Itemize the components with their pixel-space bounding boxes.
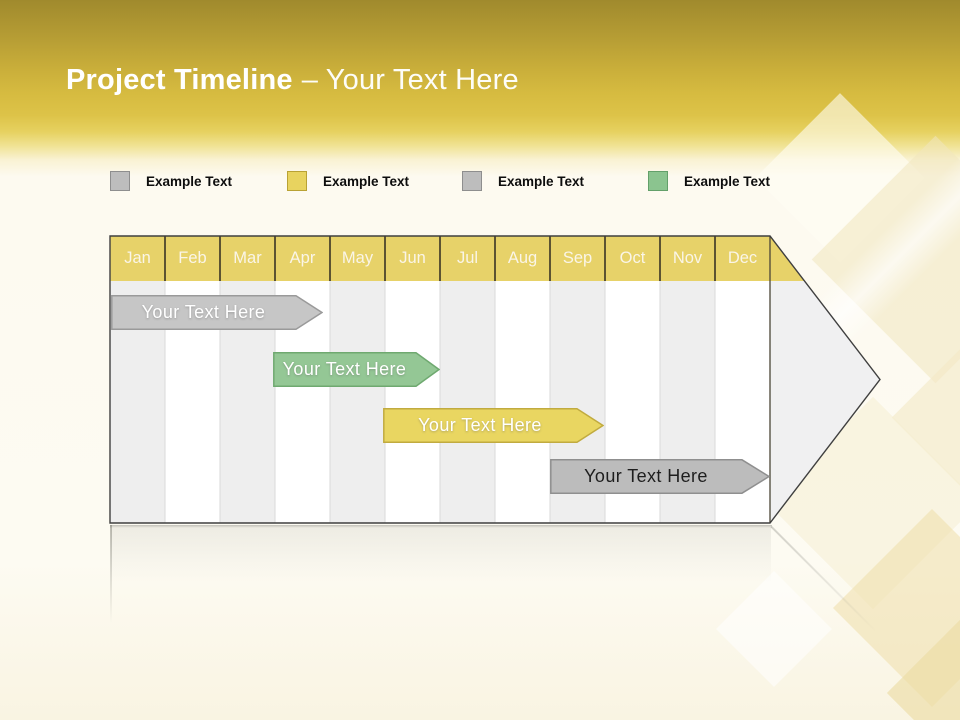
legend-item: Example Text <box>462 169 584 193</box>
month-cell: Aug <box>495 236 550 281</box>
month-cell: Jun <box>385 236 440 281</box>
month-cell: Nov <box>660 236 715 281</box>
chart-reflection-line <box>110 525 772 528</box>
month-label: Dec <box>727 249 758 267</box>
bar-label: Your Text Here <box>584 466 708 486</box>
legend-label: Example Text <box>146 173 233 189</box>
chart-reflection-left-edge <box>110 525 112 623</box>
month-label: Apr <box>289 249 316 267</box>
month-label: Nov <box>672 249 703 267</box>
month-cell: Oct <box>605 236 660 281</box>
bar-label: Your Text Here <box>141 302 266 322</box>
legend-item: Example Text <box>110 169 232 193</box>
month-label: Oct <box>619 249 646 267</box>
timeline-bar-4: Your Text Here <box>550 459 770 494</box>
month-label: Aug <box>507 249 538 267</box>
chart-reflection-fade <box>111 528 771 583</box>
legend-label: Example Text <box>323 173 410 189</box>
month-cell: Jan <box>110 236 165 281</box>
title-suffix: – Your Text Here <box>301 64 519 96</box>
month-cell: Jul <box>440 236 495 281</box>
legend-item: Example Text <box>648 169 770 193</box>
month-cell: Mar <box>220 236 275 281</box>
timeline-bar-2: Your Text Here <box>273 352 440 387</box>
bar-label: Your Text Here <box>282 359 407 379</box>
legend-label: Example Text <box>498 173 585 189</box>
title-main: Project Timeline <box>66 64 293 96</box>
month-cell: Sep <box>550 236 605 281</box>
month-header-row: Jan Feb Mar Apr May Jun Jul Aug Sep Oct … <box>110 236 770 281</box>
month-cell: Feb <box>165 236 220 281</box>
month-label: Sep <box>562 249 593 267</box>
timeline-bar-3: Your Text Here <box>383 408 604 443</box>
month-label: Jul <box>456 249 479 267</box>
background-diamond <box>716 571 832 687</box>
month-cell: Apr <box>275 236 330 281</box>
legend-swatch-green <box>648 171 668 191</box>
legend-label: Example Text <box>684 173 771 189</box>
legend-swatch-gray <box>462 171 482 191</box>
month-cell: Dec <box>715 236 770 281</box>
month-cell: May <box>330 236 385 281</box>
page-title: Project Timeline– Your Text Here <box>66 62 519 98</box>
month-label: Jun <box>399 249 426 267</box>
timeline-bar-1: Your Text Here <box>111 295 323 330</box>
legend-swatch-yellow <box>287 171 307 191</box>
month-label: Jan <box>124 249 151 267</box>
legend-swatch-gray <box>110 171 130 191</box>
legend-item: Example Text <box>287 169 409 193</box>
month-label: Feb <box>178 249 207 267</box>
month-label: Mar <box>233 249 262 267</box>
month-label: May <box>341 249 374 267</box>
bar-label: Your Text Here <box>418 415 542 435</box>
